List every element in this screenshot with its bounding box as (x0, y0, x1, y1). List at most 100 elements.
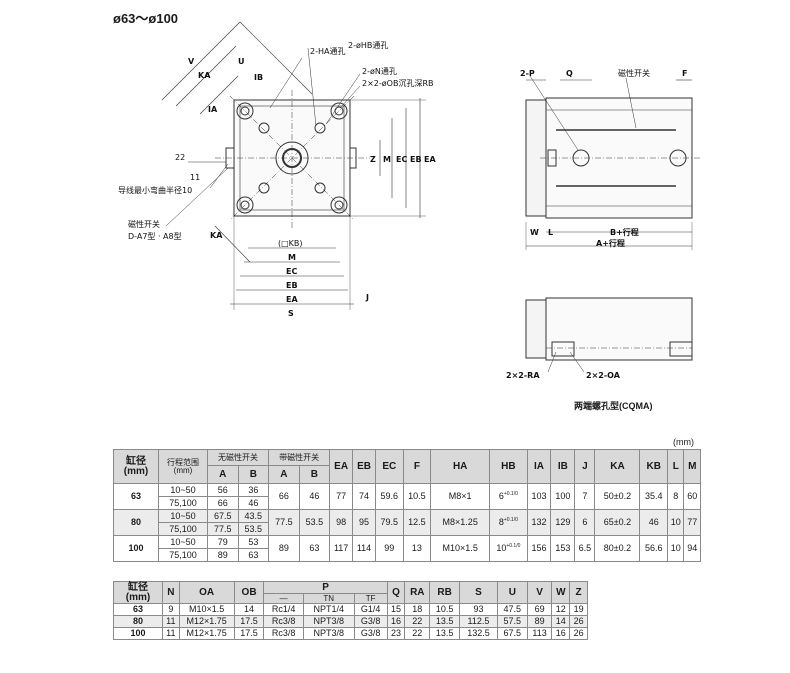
table-cell: 89 (207, 548, 239, 562)
table-cell: 10~50 (158, 509, 208, 523)
th-kb: KB (639, 449, 669, 484)
label-ib: IB (254, 73, 263, 82)
th-b-with-switch: B (298, 465, 331, 484)
dimension-table-2: 缸径(mm) N OA OB P Q RA RB S U V W Z — TN … (113, 581, 588, 640)
table-cell: G1/4 (353, 603, 388, 616)
table-cell: 6.5 (574, 535, 596, 562)
table-cell: 22 (404, 615, 431, 628)
label-11: 11 (190, 173, 200, 182)
table-cell: 8+0.1/0 (489, 509, 528, 536)
table-cell: 100 (550, 483, 576, 510)
th-p-tn: TN (302, 593, 355, 604)
th-n: N (162, 581, 180, 604)
th-no-switch: 无磁性开关 (206, 449, 270, 466)
table-cell: 15 (386, 603, 406, 616)
label-u: U (238, 57, 245, 66)
technical-drawing: 2-HA通孔 2-øHB通孔 2-øN通孔 2×2-øOB沉孔深RB V KA … (118, 21, 700, 380)
table-cell: 63 (237, 548, 270, 562)
table-cell: 75,100 (158, 548, 208, 562)
table-cell: 132 (526, 509, 552, 536)
table-cell: 89 (526, 615, 553, 628)
table-cell: 14 (233, 603, 265, 616)
table-cell: 10.5 (402, 483, 432, 510)
table-cell: 13.5 (429, 627, 461, 640)
table-cell: 46 (237, 496, 270, 510)
table-cell: 6+0.1/0 (489, 483, 528, 510)
table-cell: 13 (402, 535, 432, 562)
table-cell: 129 (550, 509, 576, 536)
table-cell: 35.4 (639, 483, 669, 510)
table-cell: 23 (386, 627, 406, 640)
unit-label: (mm) (673, 437, 694, 447)
table-cell: Rc3/8 (263, 627, 304, 640)
table-cell: 46 (639, 509, 669, 536)
th-q: Q (386, 581, 406, 604)
label-ea-vertical: EA (424, 155, 436, 164)
table-cell: 65±0.2 (594, 509, 641, 536)
label-ec-vertical: EC (396, 155, 407, 164)
table-cell: 46 (298, 483, 331, 510)
table-cell: Rc1/4 (263, 603, 304, 616)
table-cell: 94 (683, 535, 701, 562)
th-with-switch: 带磁性开关 (268, 449, 331, 466)
table-cell: 77.5 (268, 509, 300, 536)
table-cell: 8 (667, 483, 685, 510)
label-v: V (188, 57, 195, 66)
table-cell: 50±0.2 (594, 483, 641, 510)
th-ob: OB (233, 581, 265, 604)
table-cell: 57.5 (496, 615, 528, 628)
label-ka: KA (198, 71, 211, 80)
table-cell: 12 (551, 603, 571, 616)
table-cell: 114 (352, 535, 376, 562)
table-cell: 77 (683, 509, 701, 536)
table-cell: 95 (352, 509, 376, 536)
table-cell: 59.6 (374, 483, 404, 510)
table-cell: 16 (386, 615, 406, 628)
label-2-p: 2-P (520, 69, 535, 78)
table-cell: 16 (551, 627, 571, 640)
table-cell: 36 (237, 483, 270, 497)
table-cell: 60 (683, 483, 701, 510)
table-cell: 100 (113, 535, 159, 562)
table-cell: Rc3/8 (263, 615, 304, 628)
th-ha: HA (430, 449, 491, 484)
label-2-ob: 2×2-øOB沉孔深RB (362, 79, 434, 88)
table-cell: 66 (207, 496, 239, 510)
table-cell: 11 (162, 615, 180, 628)
table-cell: 75,100 (158, 522, 208, 536)
label-m-vertical: M (383, 155, 391, 164)
table-cell: 74 (352, 483, 376, 510)
table-cell: 66 (268, 483, 300, 510)
label-eb-vertical: EB (410, 155, 422, 164)
th-ea: EA (329, 449, 354, 484)
table-cell: 80±0.2 (594, 535, 641, 562)
table-cell: NPT1/4 (302, 603, 355, 616)
table-cell: 17.5 (233, 627, 265, 640)
table-cell: 80 (113, 509, 159, 536)
th-s: S (459, 581, 498, 604)
table-cell: 14 (551, 615, 571, 628)
table-cell: 9 (162, 603, 180, 616)
table-cell: 10~50 (158, 483, 208, 497)
side-view (525, 75, 700, 250)
th-ka: KA (594, 449, 641, 484)
label-ra: 2×2-RA (506, 371, 540, 380)
table-cell: M8×1.25 (430, 509, 491, 536)
label-2-n: 2-øN通孔 (362, 66, 397, 76)
label-22: 22 (175, 153, 185, 162)
table-cell: 99 (374, 535, 404, 562)
table-cell: 26 (569, 615, 588, 628)
dimension-table-1: 缸径(mm) 行程范围(mm) 无磁性开关 带磁性开关 EA EB EC F H… (113, 449, 701, 562)
table-cell: 117 (329, 535, 354, 562)
table-cell: M10×1.5 (178, 603, 235, 616)
th-bore-2: 缸径(mm) (113, 581, 163, 604)
table-cell: G3/8 (353, 627, 388, 640)
table-cell: NPT3/8 (302, 627, 355, 640)
label-s: S (288, 309, 294, 318)
table-cell: 77.5 (207, 522, 239, 536)
label-kb: (□KB) (278, 239, 303, 248)
table-cell: M12×1.75 (178, 627, 235, 640)
